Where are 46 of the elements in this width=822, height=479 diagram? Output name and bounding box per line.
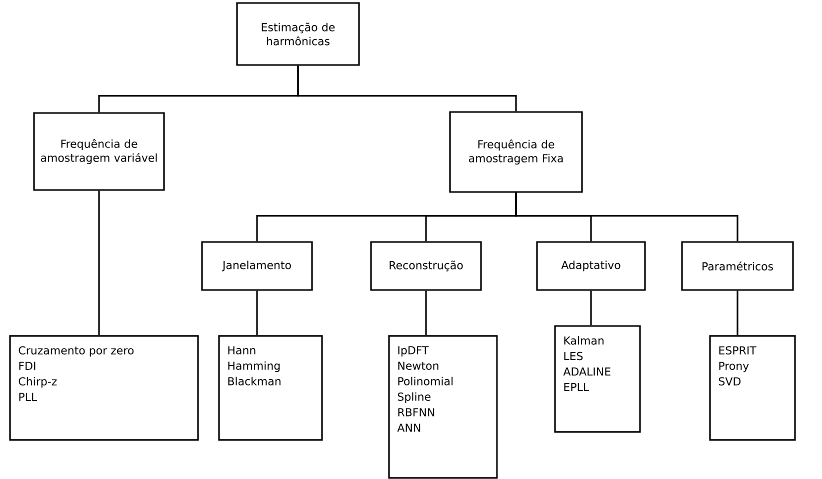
node-label: Prony [719, 362, 749, 372]
method-list-box [554, 325, 641, 433]
node-label: Cruzamento por zero [18, 346, 134, 357]
category-box [201, 241, 313, 291]
node-label: ESPRIT [719, 346, 756, 355]
node-label: ANN [397, 424, 420, 432]
category-box [370, 241, 482, 291]
node-label: Adaptativo [561, 260, 620, 272]
node-label: SVD [718, 377, 741, 386]
node-label: EPLL [564, 383, 589, 392]
category-box [33, 112, 165, 191]
node-label: Frequência de amostragem Fixa [468, 139, 563, 165]
node-label: Estimação de harmônicas [262, 22, 335, 46]
node-label: Kalman [564, 336, 604, 345]
node-label: FDI [19, 362, 36, 370]
node-label: Reconstrução [390, 260, 463, 272]
node-label: Polinomial [398, 376, 453, 386]
connector [297, 66, 517, 112]
node-label: Paramétricos [702, 262, 773, 270]
node-label: IpDFT [398, 346, 429, 356]
method-list-box [9, 335, 199, 441]
node-label: PLL [19, 392, 38, 401]
node-label: RBFNN [398, 408, 434, 416]
node-label: Spline [398, 392, 430, 403]
node-label: Hann [228, 346, 256, 354]
method-list-box [388, 335, 498, 479]
connector [425, 290, 427, 336]
connector [736, 290, 738, 336]
node-label: Blackman [228, 376, 280, 386]
category-box [449, 111, 583, 193]
node-label: Newton [398, 362, 438, 370]
method-list-box [709, 335, 796, 441]
node-label: LES [564, 352, 583, 360]
node-label: ADALINE [563, 368, 610, 376]
connector [98, 190, 100, 336]
category-box [681, 241, 794, 291]
category-box [536, 241, 646, 291]
node-label: Hamming [228, 361, 280, 372]
connector [256, 290, 258, 336]
method-list-box [218, 335, 323, 441]
connector [590, 290, 592, 326]
node-label: Frequência de amostragem variável [40, 138, 157, 164]
node-label: Chirp-z [18, 376, 57, 388]
category-box [236, 2, 360, 66]
node-label: Janelamento [222, 260, 291, 272]
connector [515, 192, 738, 242]
